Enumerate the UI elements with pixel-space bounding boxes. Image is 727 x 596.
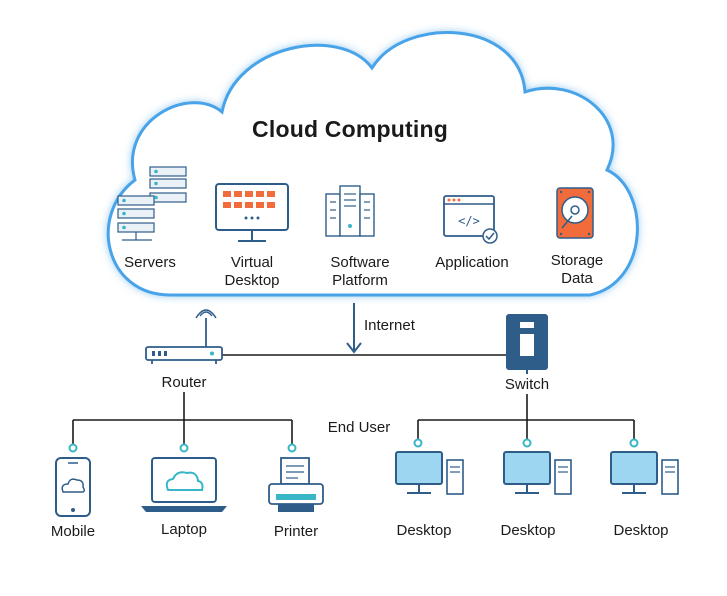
software-platform-label-line-2: Platform xyxy=(332,272,388,289)
servers-icon xyxy=(117,166,187,241)
storage-data-label-line-1: Storage xyxy=(550,252,604,269)
application-label-line: Application xyxy=(435,254,509,271)
desktop-label-2: Desktop xyxy=(500,522,556,539)
svg-text:</>: </> xyxy=(458,214,480,228)
switch-label: Switch xyxy=(504,376,550,393)
software-platform-label: Software Platform xyxy=(310,254,410,290)
desktop-label-3: Desktop xyxy=(613,522,669,539)
laptop-label: Laptop xyxy=(161,521,207,538)
connection-dots xyxy=(68,438,639,453)
diagram-title: Cloud Computing xyxy=(252,116,448,142)
application-icon: </> xyxy=(443,195,498,244)
virtual-desktop-label: Virtual Desktop xyxy=(202,254,302,290)
storage-data-label-line-2: Data xyxy=(561,270,593,287)
router-label: Router xyxy=(161,374,207,391)
software-platform-icon xyxy=(325,185,375,237)
application-label: Application xyxy=(419,254,525,272)
connection-lines xyxy=(72,354,635,446)
desktop-icon xyxy=(395,451,464,495)
printer-icon xyxy=(268,457,324,512)
mobile-label: Mobile xyxy=(50,523,96,540)
desktop-icon xyxy=(610,451,679,495)
internet-arrow xyxy=(346,303,362,354)
mobile-icon xyxy=(55,457,91,517)
laptop-icon xyxy=(141,457,227,512)
printer-label: Printer xyxy=(273,523,319,540)
virtual-desktop-label-line-1: Virtual xyxy=(230,254,274,271)
virtual-desktop-label-line-2: Desktop xyxy=(224,272,280,289)
router-icon xyxy=(145,309,223,364)
servers-label-line: Servers xyxy=(124,254,176,271)
desktop-label-1: Desktop xyxy=(396,522,452,539)
switch-icon xyxy=(506,314,548,374)
internet-label: Internet xyxy=(364,317,415,334)
virtual-desktop-icon xyxy=(215,183,289,242)
storage-data-icon xyxy=(556,187,594,239)
software-platform-label-line-1: Software xyxy=(330,254,390,271)
servers-label: Servers xyxy=(100,254,200,272)
storage-data-label: Storage Data xyxy=(527,252,627,288)
desktop-icon xyxy=(503,451,572,495)
end-user-label: End User xyxy=(327,419,391,436)
